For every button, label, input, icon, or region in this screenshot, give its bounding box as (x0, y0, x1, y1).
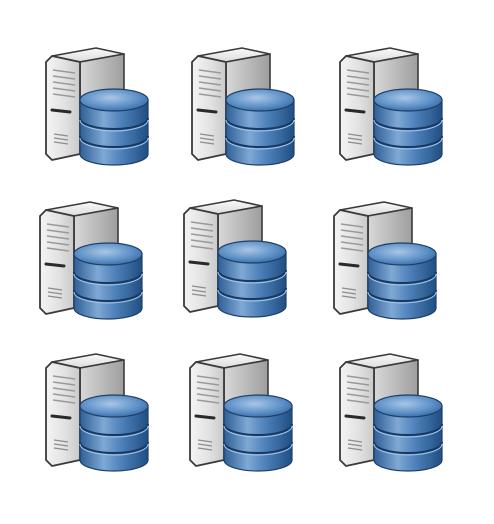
database-server-icon (32, 198, 152, 328)
database-server-icon (326, 198, 446, 328)
database-server-icon (332, 350, 452, 480)
database-server-icon (184, 44, 304, 174)
database-server-icon (182, 350, 302, 480)
database-server-icon (176, 196, 296, 326)
database-server-icon (332, 44, 452, 174)
database-server-icon (38, 350, 158, 480)
database-server-icon (38, 44, 158, 174)
